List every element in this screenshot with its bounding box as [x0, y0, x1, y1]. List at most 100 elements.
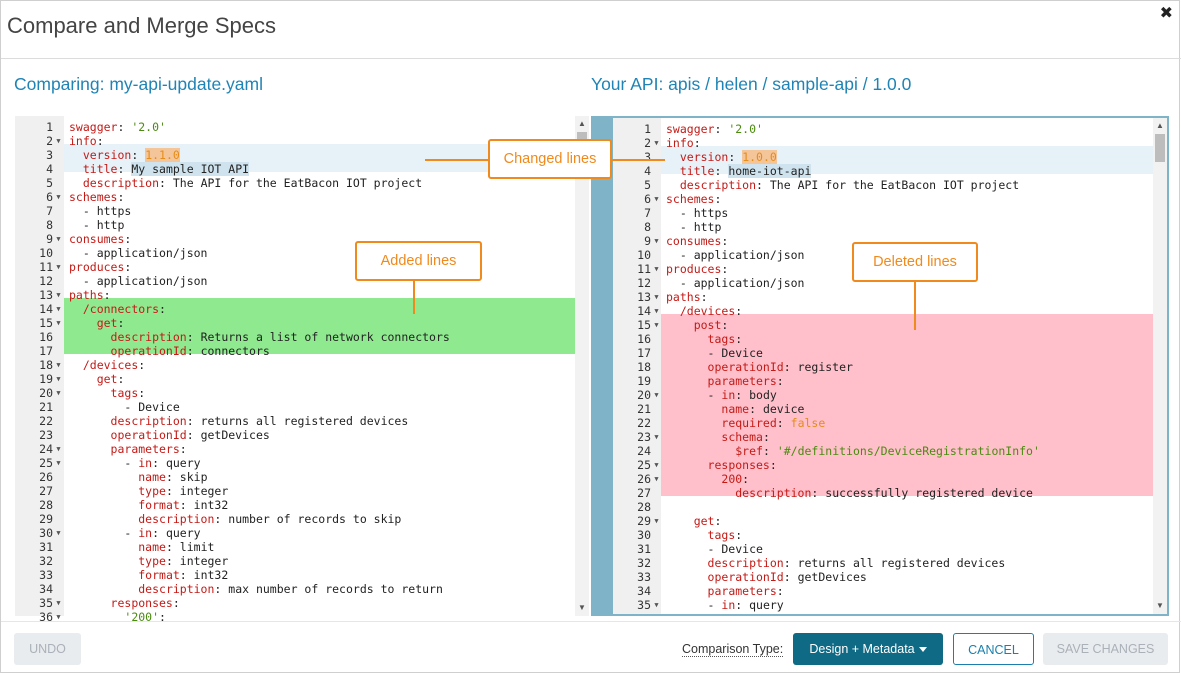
code-line[interactable]: 29 description: number of records to ski…	[15, 512, 589, 526]
fold-toggle-icon[interactable]: ▼	[654, 433, 659, 441]
code-line[interactable]: 24▼ parameters:	[15, 442, 589, 456]
fold-toggle-icon[interactable]: ▼	[654, 391, 659, 399]
scroll-down-icon[interactable]: ▼	[578, 603, 586, 612]
code-line[interactable]: 3 version: 1.1.0	[15, 148, 589, 162]
code-line[interactable]: 6▼schemes:	[15, 190, 589, 204]
fold-toggle-icon[interactable]: ▼	[56, 361, 61, 369]
code-line[interactable]: 20▼ tags:	[15, 386, 589, 400]
code-line[interactable]: 10 - application/json	[15, 246, 589, 260]
code-line[interactable]: 34 parameters:	[613, 584, 1167, 598]
code-line[interactable]: 26▼ 200:	[613, 472, 1167, 486]
code-line[interactable]: 11▼produces:	[613, 262, 1167, 276]
save-changes-button[interactable]: SAVE CHANGES	[1043, 633, 1168, 665]
code-line[interactable]: 15▼ post:	[613, 318, 1167, 332]
fold-toggle-icon[interactable]: ▼	[654, 321, 659, 329]
code-line[interactable]: 24 $ref: '#/definitions/DeviceRegistrati…	[613, 444, 1167, 458]
fold-toggle-icon[interactable]: ▼	[654, 265, 659, 273]
code-line[interactable]: 4 title: home-iot-api	[613, 164, 1167, 178]
right-scrollbar[interactable]: ▲ ▼	[1153, 118, 1167, 614]
code-line[interactable]: 35▼ responses:	[15, 596, 589, 610]
code-line[interactable]: 23 operationId: getDevices	[15, 428, 589, 442]
fold-toggle-icon[interactable]: ▼	[56, 599, 61, 607]
code-line[interactable]: 26 name: skip	[15, 470, 589, 484]
code-line[interactable]: 9▼consumes:	[613, 234, 1167, 248]
code-line[interactable]: 35▼ - in: query	[613, 598, 1167, 612]
code-line[interactable]: 32 type: integer	[15, 554, 589, 568]
right-scroll-thumb[interactable]	[1155, 134, 1165, 162]
code-line[interactable]: 27 description: successfully registered …	[613, 486, 1167, 500]
code-line[interactable]: 31 name: limit	[15, 540, 589, 554]
code-line[interactable]: 25▼ - in: query	[15, 456, 589, 470]
code-line[interactable]: 4 title: My sample IOT API	[15, 162, 589, 176]
fold-toggle-icon[interactable]: ▼	[654, 237, 659, 245]
fold-toggle-icon[interactable]: ▼	[654, 195, 659, 203]
code-line[interactable]: 12 - application/json	[15, 274, 589, 288]
code-line[interactable]: 19 parameters:	[613, 374, 1167, 388]
code-line[interactable]: 7 - https	[15, 204, 589, 218]
code-line[interactable]: 28	[613, 500, 1167, 514]
code-line[interactable]: 21 name: device	[613, 402, 1167, 416]
code-line[interactable]: 10 - application/json	[613, 248, 1167, 262]
code-line[interactable]: 29▼ get:	[613, 514, 1167, 528]
code-line[interactable]: 16 tags:	[613, 332, 1167, 346]
code-line[interactable]: 33 format: int32	[15, 568, 589, 582]
code-line[interactable]: 32 description: returns all registered d…	[613, 556, 1167, 570]
fold-toggle-icon[interactable]: ▼	[654, 517, 659, 525]
code-line[interactable]: 27 type: integer	[15, 484, 589, 498]
fold-toggle-icon[interactable]: ▼	[56, 529, 61, 537]
fold-toggle-icon[interactable]: ▼	[654, 475, 659, 483]
code-line[interactable]: 14▼ /devices:	[613, 304, 1167, 318]
cancel-button[interactable]: CANCEL	[953, 633, 1034, 665]
code-line[interactable]: 23▼ schema:	[613, 430, 1167, 444]
code-line[interactable]: 17 - Device	[613, 346, 1167, 360]
fold-toggle-icon[interactable]: ▼	[654, 601, 659, 609]
code-line[interactable]: 11▼produces:	[15, 260, 589, 274]
code-line[interactable]: 15▼ get:	[15, 316, 589, 330]
code-line[interactable]: 2▼info:	[15, 134, 589, 148]
fold-toggle-icon[interactable]: ▼	[654, 307, 659, 315]
code-line[interactable]: 9▼consumes:	[15, 232, 589, 246]
fold-toggle-icon[interactable]: ▼	[654, 293, 659, 301]
code-line[interactable]: 18▼ /devices:	[15, 358, 589, 372]
code-line[interactable]: 31 - Device	[613, 542, 1167, 556]
code-line[interactable]: 8 - http	[613, 220, 1167, 234]
code-line[interactable]: 17 operationId: connectors	[15, 344, 589, 358]
code-line[interactable]: 20▼ - in: body	[613, 388, 1167, 402]
undo-button[interactable]: UNDO	[14, 633, 81, 665]
code-line[interactable]: 30 tags:	[613, 528, 1167, 542]
fold-toggle-icon[interactable]: ▼	[56, 375, 61, 383]
fold-toggle-icon[interactable]: ▼	[56, 445, 61, 453]
code-line[interactable]: 8 - http	[15, 218, 589, 232]
code-line[interactable]: 13▼paths:	[15, 288, 589, 302]
fold-toggle-icon[interactable]: ▼	[56, 193, 61, 201]
code-line[interactable]: 13▼paths:	[613, 290, 1167, 304]
code-line[interactable]: 25▼ responses:	[613, 458, 1167, 472]
code-line[interactable]: 7 - https	[613, 206, 1167, 220]
code-line[interactable]: 14▼ /connectors:	[15, 302, 589, 316]
comparison-type-dropdown[interactable]: Design + Metadata	[793, 633, 943, 665]
fold-toggle-icon[interactable]: ▼	[56, 613, 61, 621]
fold-toggle-icon[interactable]: ▼	[56, 459, 61, 467]
code-line[interactable]: 36▼ '200':	[15, 610, 589, 624]
scroll-up-icon[interactable]: ▲	[578, 119, 586, 128]
scroll-down-icon[interactable]: ▼	[1156, 601, 1164, 610]
code-line[interactable]: 22 required: false	[613, 416, 1167, 430]
code-line[interactable]: 2▼info:	[613, 136, 1167, 150]
code-line[interactable]: 33 operationId: getDevices	[613, 570, 1167, 584]
code-line[interactable]: 19▼ get:	[15, 372, 589, 386]
code-line[interactable]: 16 description: Returns a list of networ…	[15, 330, 589, 344]
fold-toggle-icon[interactable]: ▼	[56, 137, 61, 145]
code-line[interactable]: 28 format: int32	[15, 498, 589, 512]
scroll-up-icon[interactable]: ▲	[1156, 121, 1164, 130]
code-line[interactable]: 30▼ - in: query	[15, 526, 589, 540]
fold-toggle-icon[interactable]: ▼	[56, 235, 61, 243]
code-line[interactable]: 34 description: max number of records to…	[15, 582, 589, 596]
fold-toggle-icon[interactable]: ▼	[56, 319, 61, 327]
fold-toggle-icon[interactable]: ▼	[56, 305, 61, 313]
code-line[interactable]: 22 description: returns all registered d…	[15, 414, 589, 428]
code-line[interactable]: 12 - application/json	[613, 276, 1167, 290]
